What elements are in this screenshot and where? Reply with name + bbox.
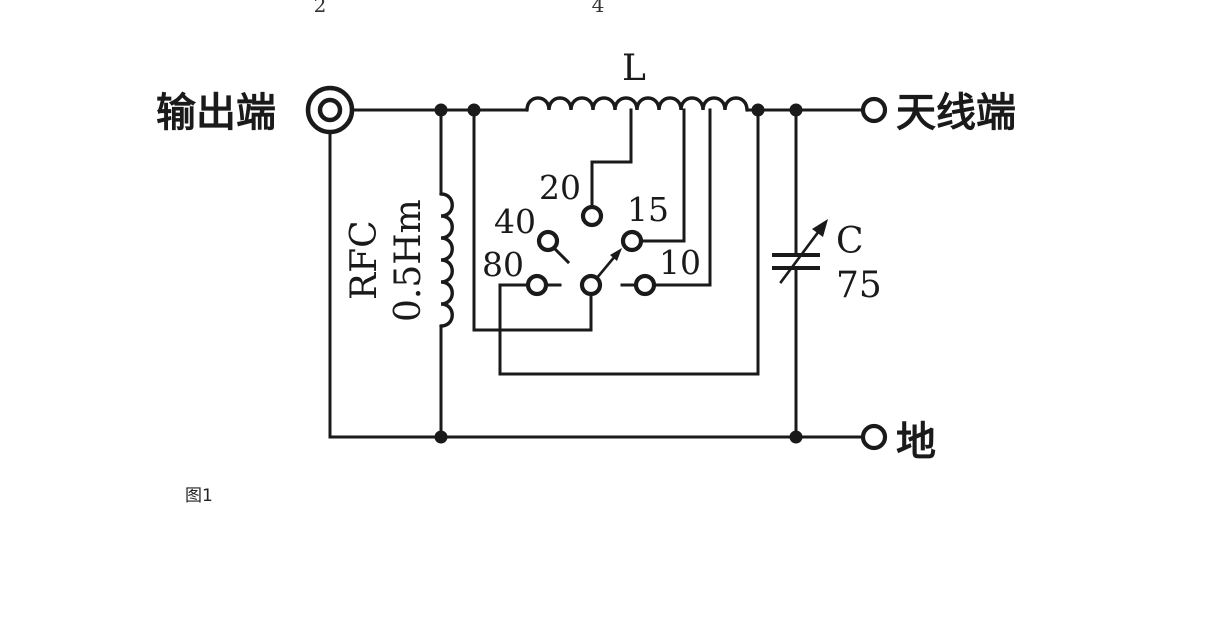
- figure-caption: 图1: [185, 486, 213, 506]
- tap-20-wire: [590, 108, 633, 206]
- tap-80-wire: [498, 108, 760, 376]
- tap-15-wire: [642, 108, 686, 243]
- inductor-label: L: [622, 48, 646, 89]
- rfc-value-group: 0.5Hm: [388, 199, 429, 322]
- junction-rfc-top: [434, 103, 448, 117]
- antenna-terminal: [860, 96, 888, 124]
- rfc-label-group: RFC: [344, 220, 385, 300]
- switch-label-80: 80: [482, 245, 524, 284]
- inductor-L: [525, 96, 749, 112]
- antenna-label: 天线端: [896, 90, 1016, 136]
- ground-bus: [328, 131, 864, 439]
- capacitor-value: 75: [836, 265, 882, 306]
- junction-cap-top: [789, 103, 803, 117]
- output-label: 输出端: [156, 90, 276, 136]
- contact-10: [633, 273, 657, 297]
- switch-label-20: 20: [539, 168, 581, 207]
- cap-variable-arrowhead: [812, 219, 828, 237]
- switch-label-15: 15: [627, 190, 669, 229]
- switch-arm: [594, 253, 618, 281]
- cap-variable-arrow: [779, 225, 824, 284]
- contact-40: [536, 229, 560, 253]
- page-number-left: 2: [314, 0, 327, 17]
- page-number-right: 4: [592, 0, 605, 17]
- rfc-label: RFC: [344, 220, 385, 300]
- rfc-value: 0.5Hm: [388, 199, 429, 322]
- junction-80-tap: [751, 103, 765, 117]
- ground-terminal: [860, 423, 888, 451]
- output-connector-inner: [317, 97, 343, 123]
- contact-80: [525, 273, 549, 297]
- contact-20: [580, 204, 604, 228]
- switch-label-40: 40: [494, 202, 536, 241]
- capacitor-label: C: [836, 221, 864, 262]
- switch-label-10: 10: [659, 243, 701, 282]
- rfc-choke: [439, 192, 454, 328]
- junction-cap-ground: [789, 430, 803, 444]
- contact-40-stub: [553, 247, 571, 265]
- switch-common-wire: [472, 108, 593, 332]
- contact-common: [579, 273, 603, 297]
- junction-rfc-ground: [434, 430, 448, 444]
- junction-switch-common: [467, 103, 481, 117]
- tap-10-wire: [655, 108, 712, 287]
- ground-label: 地: [896, 419, 936, 465]
- contact-15: [620, 229, 644, 253]
- switch-arm-arrowhead: [610, 248, 622, 261]
